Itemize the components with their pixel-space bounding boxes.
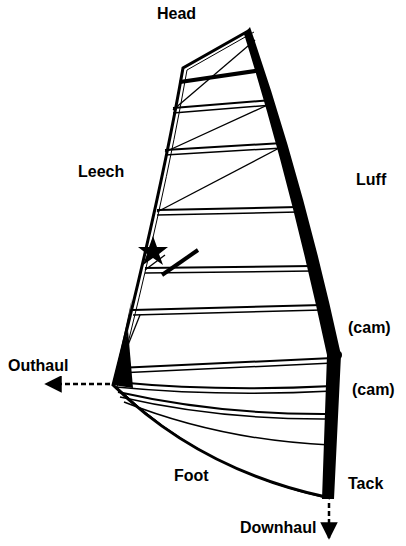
luff-sleeve: [244, 27, 341, 499]
part-label: Tack: [346, 474, 385, 494]
part-label: Outhaul: [6, 356, 70, 376]
part-label: (cam): [350, 380, 397, 400]
battens: [116, 70, 333, 445]
panel-seams: [118, 40, 283, 370]
downhaul-arrow: [328, 503, 331, 538]
part-label: Downhaul: [238, 518, 318, 538]
part-label: Head: [155, 4, 198, 24]
cam-point: [334, 351, 342, 359]
part-label: Luff: [354, 170, 388, 190]
part-label: (cam): [346, 318, 393, 338]
part-label: Foot: [172, 466, 211, 486]
sail-logo: [138, 236, 198, 275]
clew-patch: [113, 330, 133, 388]
sail-outline-inner: [117, 32, 330, 499]
sail-outline: [113, 30, 326, 497]
outhaul-arrow: [46, 383, 110, 386]
part-label: Leech: [76, 162, 126, 182]
